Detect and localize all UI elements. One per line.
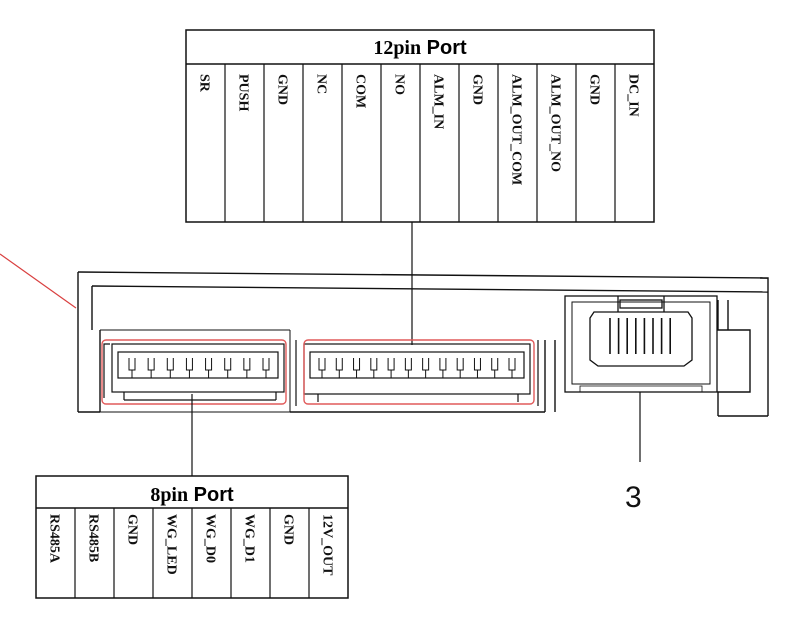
port12-pin-label: NC [314,74,329,94]
port12-title: 12pin Port [373,37,467,59]
connector-pin [439,358,447,371]
connector-pin [185,358,193,371]
port12-table: 12pin Port SR PUSH GND NC COM NO ALM_IN GND ALM_… [185,29,655,223]
connector-pin [335,358,343,371]
port12-pin-label: ALM_OUT_NO [548,74,563,172]
callout-number-3: 3 [625,481,642,514]
connector-pin [205,358,213,371]
callout-red-pointer [0,253,77,309]
connector-pin [456,358,464,371]
connector-8pin-teeth [128,358,270,378]
port8-column-dividers [74,508,310,598]
port12-pin-label: SR [197,74,212,93]
connector-pin [166,358,174,371]
port12-column-dividers [224,64,616,222]
connector-pin [404,358,412,371]
connector-pin [370,358,378,371]
port8-pin-label: GND [125,514,140,545]
port8-pin-label: RS485A [47,514,62,564]
highlight-12pin [303,339,535,405]
port12-pin-label: GND [587,74,602,105]
port8-pin-label: WG_LED [164,514,179,575]
port12-pin-label: DC_IN [626,74,641,117]
port12-pin-label: ALM_OUT_COM [509,74,524,185]
port8-pin-labels: RS485A RS485B GND WG_LED WG_D0 WG_D1 GND 12V_OU… [47,514,335,576]
connector-pin [353,358,361,371]
port8-title: 8pin Port [150,484,234,506]
connector-pin [262,358,270,371]
port12-pin-label: PUSH [236,74,251,111]
connector-pin [387,358,395,371]
highlight-8pin [101,339,287,405]
connector-pin [422,358,430,371]
port8-pin-label: WG_D1 [242,514,257,563]
port8-pin-label: WG_D0 [203,514,218,563]
rj45-contacts [609,318,672,354]
connector-pin [224,358,232,371]
port8-table: 8pin Port RS485A RS485B GND WG_LED WG_D0 WG_D… [35,475,349,599]
port12-pin-label: GND [275,74,290,105]
port12-pin-label: NO [392,74,407,95]
port12-pin-label: COM [353,74,368,108]
connector-pin [128,358,136,371]
rj45-port [564,295,718,393]
connector-pin [147,358,155,371]
port8-pin-label: 12V_OUT [320,514,335,576]
connector-pin [508,358,516,371]
connector-8pin [103,343,285,401]
port8-pin-label: RS485B [86,514,101,562]
connector-12pin [295,340,539,406]
connector-pin [473,358,481,371]
connector-pin [318,358,326,371]
device-body [77,271,769,417]
connector-12pin-teeth [318,358,516,378]
port12-pin-label: ALM_IN [431,74,446,129]
port12-pin-labels: SR PUSH GND NC COM NO ALM_IN GND ALM_OUT_COM ALM_… [197,74,641,185]
port12-pin-label: GND [470,74,485,105]
connector-pin [491,358,499,371]
connector-pin [243,358,251,371]
port8-pin-label: GND [281,514,296,545]
